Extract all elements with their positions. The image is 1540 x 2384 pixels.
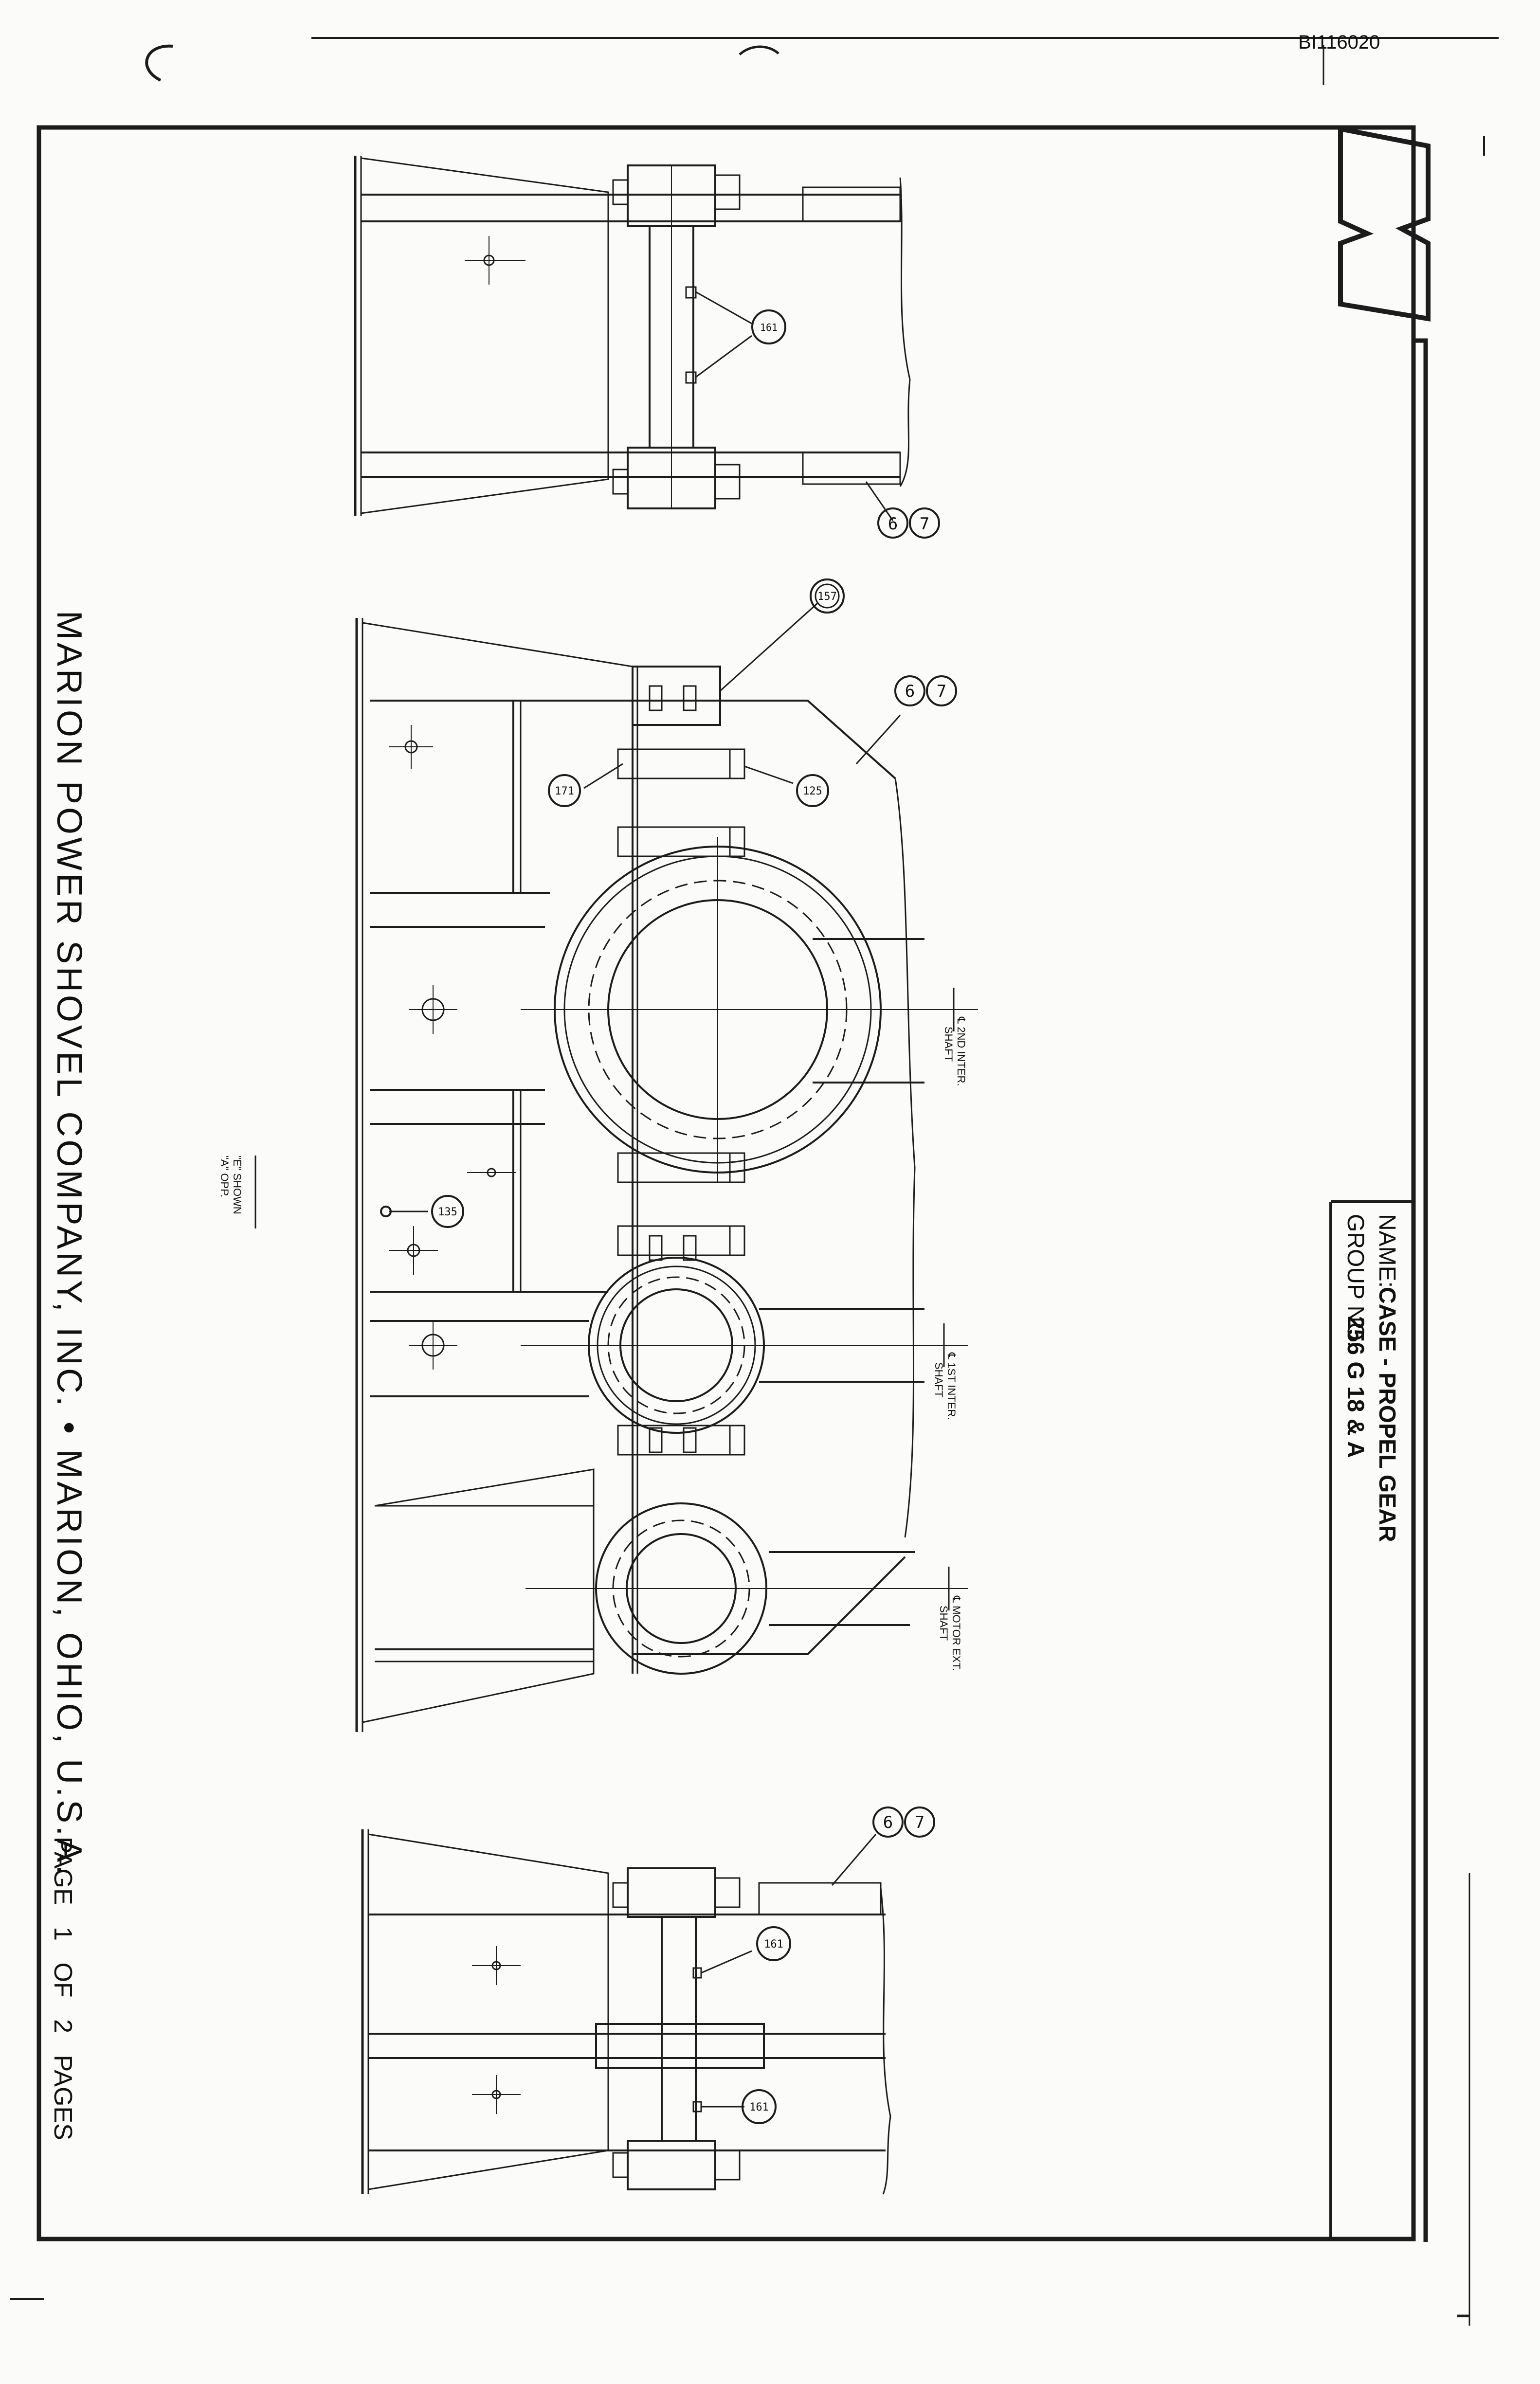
name-label: NAME: (1374, 1214, 1400, 1288)
bottom-end-view (361, 1829, 891, 2195)
bearing-2nd-inter (521, 837, 978, 1182)
punch-hole-mark (739, 45, 779, 55)
page-indicator: PAGE 1 OF 2 PAGES (49, 1837, 77, 2140)
shaft-label-motor-ext: ℄ MOTOR EXT. (950, 1595, 962, 1671)
callout-balloon: 157 (810, 578, 845, 614)
bolt-group (617, 748, 745, 1456)
shaft-label-1st-inter: ℄ 1ST INTER. (945, 1352, 958, 1420)
drawing-border (36, 125, 1416, 2241)
callout-161: 161 (760, 322, 778, 333)
name-value: CASE - PROPEL GEAR (1374, 1287, 1400, 1542)
callout-157: 157 (817, 591, 837, 603)
shaft-label-2nd-inter-line2: SHAFT (942, 1027, 955, 1062)
group-value: 256 G 18 & A (1342, 1316, 1368, 1458)
border-shadow (1413, 338, 1428, 2242)
top-end-view (354, 156, 911, 521)
callout-171: 171 (555, 785, 574, 797)
callout-161: 161 (764, 1938, 783, 1951)
main-side-view (355, 602, 978, 1732)
note-line-1: "E" SHOWN (231, 1156, 243, 1214)
bearing-1st-inter (521, 1257, 968, 1434)
shaft-label-1st-inter-line2: SHAFT (933, 1362, 945, 1397)
callout-balloon: 135 (431, 1195, 464, 1228)
shaft-label-motor-ext-line2: SHAFT (938, 1606, 950, 1641)
callout-125: 125 (803, 785, 822, 797)
callout-balloon: 7 6 (872, 1806, 935, 1838)
group-label: GROUP NO. (1342, 1214, 1368, 1347)
callout-balloon: 171 (548, 774, 581, 807)
callout-161: 161 (749, 2101, 769, 2113)
callout-135: 135 (438, 1206, 457, 1218)
company-name: MARION POWER SHOVEL COMPANY, INC. • MARI… (50, 611, 89, 1878)
bearing-motor-ext (525, 1502, 968, 1675)
callout-balloon: 161 (742, 2089, 777, 2124)
callout-balloon: 7 6 (894, 675, 957, 706)
callout-7: 7 (937, 682, 946, 701)
note-line-2: "A" OPP. (218, 1156, 231, 1197)
callout-6: 6 (883, 1813, 893, 1832)
shaft-label-2nd-inter: ℄ 2ND INTER. (955, 1016, 967, 1086)
callout-balloon: 125 (796, 774, 829, 807)
callout-7: 7 (920, 514, 929, 534)
callout-6: 6 (905, 682, 915, 701)
callout-7: 7 (915, 1813, 924, 1832)
punch-hole-mark (145, 44, 173, 82)
callout-balloon: 161 (756, 1926, 791, 1961)
callout-balloon: 7 6 (877, 507, 940, 539)
callout-6: 6 (888, 514, 898, 534)
marion-logo-icon (1338, 126, 1431, 322)
document-id: BI116020 (1298, 32, 1380, 53)
